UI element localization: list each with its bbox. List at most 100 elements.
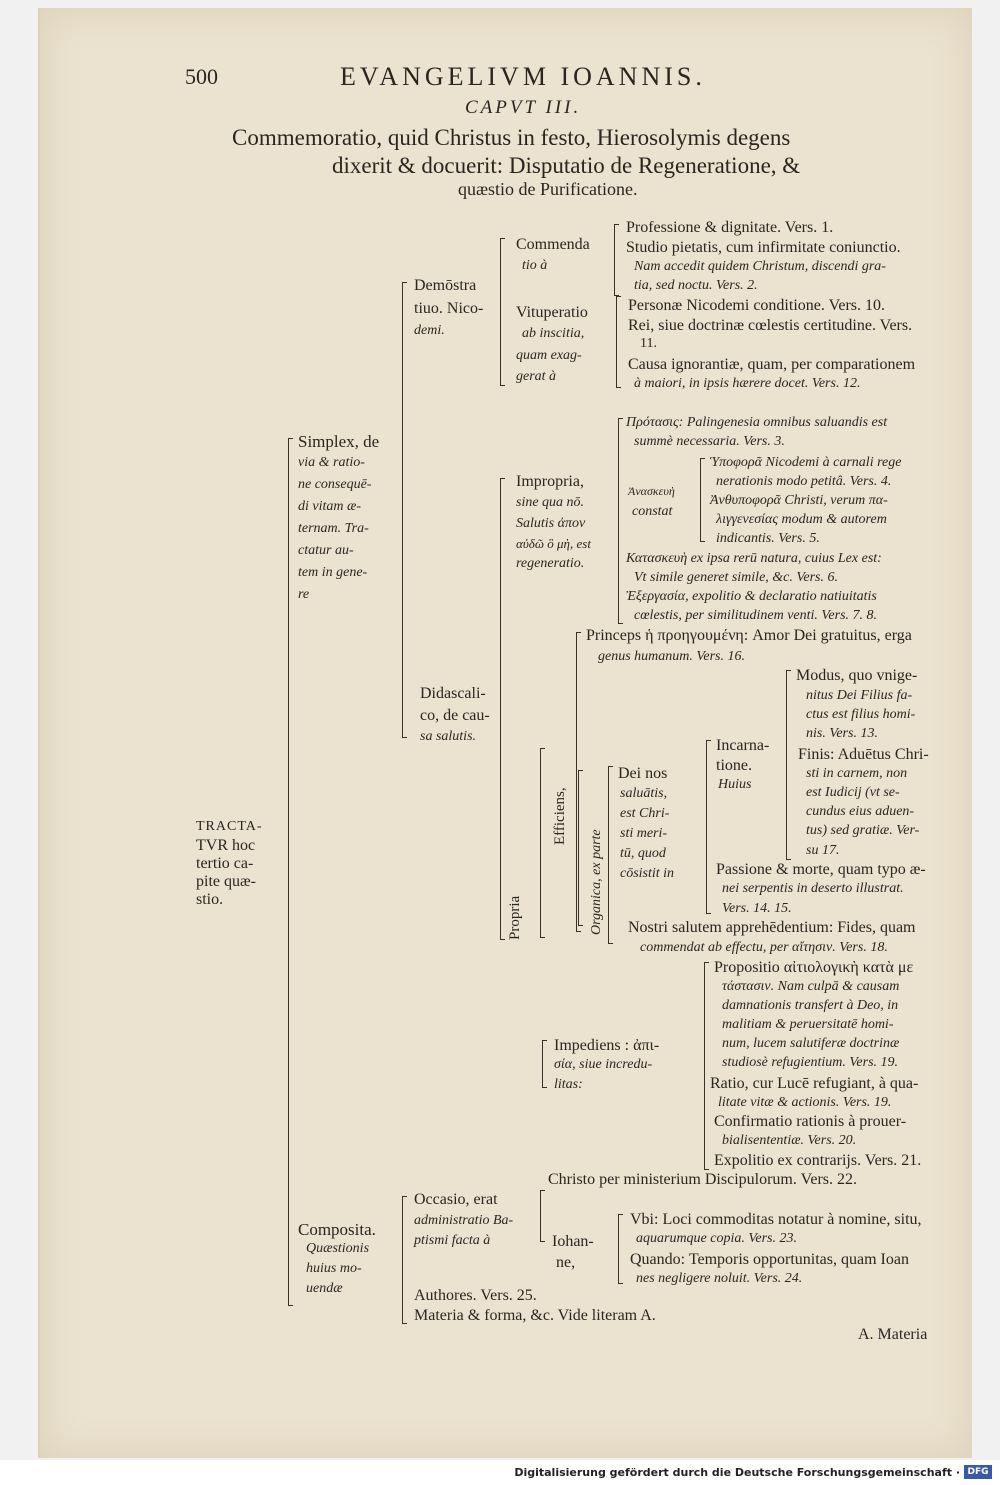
princeps-line-2: genus humanum. Vers. 16. — [598, 649, 745, 664]
didascalico-brace — [500, 478, 505, 940]
vituperatio-item-3: 11. — [640, 336, 657, 351]
dfg-logo-icon: DFG — [964, 1465, 992, 1479]
impediens-2: σία, siue incredu- — [554, 1057, 653, 1072]
efficiens-outer-brace — [540, 748, 545, 938]
anaskeue-item-1: Ὑποφορᾶ Nicodemi à carnali rege — [710, 455, 902, 470]
simplex-label-4: di vitam æ- — [298, 499, 361, 514]
impediens-item-5: num, lucem salutiferæ doctrinæ — [722, 1036, 900, 1051]
passione-2: nei serpentis in deserto illustrat. — [722, 881, 904, 896]
footer-credit: Digitalisierung gefördert durch die Deut… — [514, 1466, 960, 1479]
modus-1: Modus, quo vnige- — [796, 667, 918, 684]
didascalico-label-3: sa salutis. — [420, 729, 477, 744]
impediens-3: litas: — [554, 1077, 583, 1092]
quando-1: Quando: Temporis opportunitas, quam Ioan — [630, 1251, 909, 1268]
impropria-label-3: Salutis ἀπον — [516, 516, 586, 531]
commenda-item-4: tia, sed noctu. Vers. 2. — [634, 278, 758, 293]
propria-brace — [576, 632, 581, 932]
root-label-4: pite quæ- — [196, 873, 256, 890]
summary-line-3: quæstio de Purificatione. — [458, 179, 638, 199]
demonstrativo-label-3: demi. — [414, 323, 445, 338]
composita-4: uendæ — [306, 1281, 343, 1296]
finis-4: cundus eius aduen- — [806, 804, 915, 819]
impropria-label-2: sine qua nō. — [516, 495, 585, 510]
dei-nos-brace — [608, 766, 613, 944]
occasio-1: Occasio, erat — [414, 1191, 498, 1208]
impropria-label-4: αὐδῶ ὃ μὴ, est — [516, 536, 591, 551]
impropria-item-3: Κατασκευὴ ex ipsa rerū natura, cuius Lex… — [626, 551, 882, 566]
impropria-item-2: summè necessaria. Vers. 3. — [634, 434, 785, 449]
dei-nos-6: cōsistit in — [620, 866, 675, 881]
impropria-item-6: cœlestis, per similitudinem venti. Vers.… — [634, 608, 878, 623]
commenda-label-2: tio à — [522, 258, 548, 273]
running-title: EVANGELIVM IOANNIS. — [340, 62, 706, 91]
anaskeue-item-5: indicantis. Vers. 5. — [716, 531, 820, 546]
impediens-item-7: Ratio, cur Lucē refugiant, à qua- — [710, 1075, 919, 1092]
commenda-item-3: Nam accedit quidem Christum, discendi gr… — [634, 259, 886, 274]
organica-brace — [578, 770, 583, 926]
modus-3: ctus est filius homi- — [806, 707, 916, 722]
incarnatione-2: tione. — [716, 757, 752, 774]
commenda-item-1: Professione & dignitate. Vers. 1. — [626, 219, 834, 236]
root-label-5: stio. — [196, 891, 224, 908]
vituperatio-item-5: à maiori, in ipsis hærere docet. Vers. 1… — [634, 376, 861, 391]
composita-3: huius mo- — [306, 1261, 362, 1276]
impediens-item-8: litate vitæ & actionis. Vers. 19. — [718, 1095, 892, 1110]
composita-2: Quæstionis — [306, 1241, 370, 1256]
vituperatio-brace — [616, 296, 621, 388]
impropria-item-5: Ἐξεργασία, expolitio & declaratio natiui… — [626, 589, 877, 604]
passione-1: Passione & morte, quam typo æ- — [716, 861, 926, 878]
simplex-label-1: Simplex, de — [298, 432, 380, 451]
dei-nos-2: saluātis, — [620, 786, 668, 801]
simplex-label-3: ne consequē- — [298, 477, 372, 492]
dei-nos-3: est Chri- — [620, 806, 670, 821]
occasio-brace — [540, 1190, 545, 1242]
iohanne-2: ne, — [556, 1254, 576, 1271]
impediens-item-6: studiosè refugientium. Vers. 19. — [722, 1055, 899, 1070]
nostri-2: commendat ab effectu, per αἴτησιν. Vers.… — [640, 940, 888, 955]
impediens-item-1: Propositio αἰτιολογικὴ κατὰ με — [714, 959, 914, 976]
vituperatio-label-3: quam exag- — [516, 348, 582, 363]
occasio-3: ptismi facta à — [414, 1233, 491, 1248]
impediens-item-2: τάστασιν. Nam culpā & causam — [722, 979, 900, 994]
summary-line-1: Commemoratio, quid Christus in festo, Hi… — [232, 125, 791, 150]
organica-label: Organica, ex parte — [589, 829, 604, 935]
commenda-brace — [614, 224, 619, 296]
root-label-3: tertio ca- — [196, 855, 254, 872]
iohanne-brace — [618, 1214, 623, 1284]
anaskeue-label-2: constat — [632, 504, 673, 519]
impropria-label-1: Impropria, — [516, 473, 584, 490]
incarnatione-3: Huius — [718, 777, 752, 792]
modus-2: nitus Dei Filius fa- — [806, 688, 913, 703]
modus-finis-brace — [786, 670, 791, 860]
dei-nos-5: tū, quod — [620, 846, 666, 861]
impediens-item-11: Expolitio ex contrarijs. Vers. 21. — [714, 1152, 922, 1169]
dei-nos-1: Dei nos — [618, 765, 668, 782]
chapter-heading: CAPVT III. — [465, 97, 582, 118]
demonstrativo-label-2: tiuo. Nico- — [414, 300, 484, 317]
incarnatione-1: Incarna- — [716, 737, 770, 754]
demonstrativo-label-1: Demōstra — [414, 277, 477, 294]
composita-1: Composita. — [298, 1220, 376, 1239]
commenda-label-1: Commenda — [516, 236, 590, 253]
simplex-label-2: via & ratio- — [298, 455, 365, 470]
finis-3: est Iudicij (vt se- — [806, 785, 900, 800]
authores-line: Authores. Vers. 25. — [414, 1287, 537, 1304]
main-brace — [288, 438, 293, 1306]
vituperatio-label-2: ab inscitia, — [522, 326, 585, 341]
quando-2: nes negligere noluit. Vers. 24. — [636, 1271, 803, 1286]
page-number: 500 — [185, 64, 218, 89]
footer-bar: Digitalisierung gefördert durch die Deut… — [0, 1460, 1000, 1485]
finis-6: su 17. — [806, 843, 840, 858]
impropria-label-5: regeneratio. — [516, 556, 585, 571]
iohanne-1: Iohan- — [552, 1233, 594, 1250]
simplex-label-6: ctatur au- — [298, 543, 354, 558]
composita-brace — [402, 1196, 407, 1324]
impediens-brace — [704, 962, 709, 1170]
commenda-item-2: Studio pietatis, cum infirmitate coniunc… — [626, 239, 901, 256]
impediens-item-10: bialisententiæ. Vers. 20. — [722, 1133, 857, 1148]
incarnatione-outer-brace — [706, 740, 711, 914]
simplex-label-8: re — [298, 587, 310, 602]
efficiens-label: Efficiens, — [552, 787, 568, 845]
anaskeue-item-3: Ἀνθυποφορᾶ Christi, verum πα- — [710, 493, 888, 508]
vituperatio-item-4: Causa ignorantiæ, quam, per comparatione… — [628, 356, 916, 373]
